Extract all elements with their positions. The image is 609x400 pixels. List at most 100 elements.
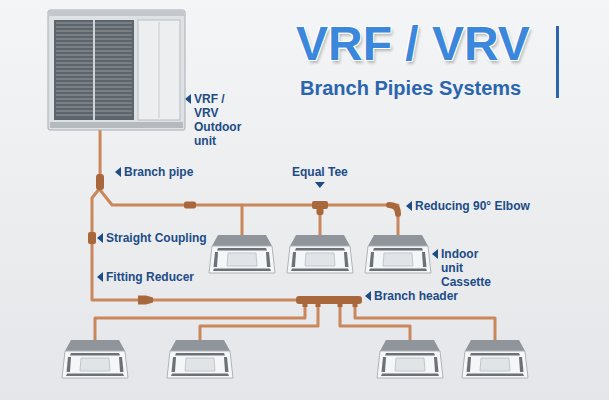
cassette-slot	[224, 357, 229, 372]
straight-coupling	[88, 232, 96, 244]
header-stub	[316, 302, 321, 307]
cassette-housing	[170, 340, 230, 351]
cassette-slot	[213, 269, 271, 272]
callout-pointer	[365, 291, 371, 301]
cassette-slot	[422, 252, 427, 267]
cassette-panel	[365, 246, 431, 273]
diagram-title: VRF / VRV	[296, 18, 530, 70]
cassette-slot	[67, 357, 72, 372]
callout-pointer	[432, 249, 438, 259]
diagram-subtitle: Branch Pipies Systems	[300, 76, 521, 100]
cassette-slot	[344, 252, 349, 267]
refrigerant-pipe	[100, 130, 398, 235]
part-label: Branch pipe	[124, 165, 193, 179]
cassette-unit	[209, 235, 275, 273]
unit-base	[50, 122, 183, 128]
cassette-slot	[467, 357, 472, 372]
unit-housing	[48, 10, 185, 130]
cassette-grille	[227, 253, 257, 266]
cassette-slot	[434, 357, 439, 372]
part-label: Fitting Reducer	[106, 270, 194, 284]
reducing-elbow	[389, 205, 398, 214]
node-shape	[48, 10, 185, 130]
cassette-unit	[167, 340, 233, 378]
outdoor-unit-figure	[48, 10, 185, 130]
branch-pipe-fitting	[96, 174, 104, 190]
cassette-housing	[368, 235, 428, 246]
cassette-housing	[65, 340, 125, 351]
cassette-slot	[382, 357, 387, 372]
callout-pointer	[315, 182, 325, 188]
cassette-housing	[465, 340, 525, 351]
unit-top	[48, 10, 185, 16]
cassette-panel	[462, 351, 528, 378]
unit-side-panel	[138, 20, 180, 120]
cassette-slot	[295, 248, 345, 251]
cassette-grille	[185, 358, 215, 371]
copper-pipe	[241, 205, 244, 235]
node-shape	[365, 235, 431, 275]
fitting-reducer	[138, 296, 153, 305]
indoor-cassette: Indoor unit Cassette	[365, 235, 431, 275]
cassette-slot	[217, 248, 267, 251]
cassette-unit	[365, 235, 431, 273]
cassette-panel	[287, 246, 353, 273]
cassette-slot	[385, 353, 435, 356]
callout-pointer	[97, 272, 103, 282]
cassette-housing	[380, 340, 440, 351]
cassette-slot	[214, 252, 219, 267]
header-stub	[353, 302, 358, 307]
grille-divider	[93, 20, 95, 120]
equal-tee-leg	[317, 206, 324, 215]
part-label: Reducing 90° Elbow	[415, 199, 530, 213]
cassette-slot	[266, 252, 271, 267]
outdoor-unit: VRF / VRV Outdoor unit	[48, 10, 185, 130]
cassette-slot	[369, 269, 427, 272]
cassette-unit	[462, 340, 528, 378]
cassette-grille	[480, 358, 510, 371]
part-label: Equal Tee	[292, 165, 348, 179]
title-bar	[556, 26, 559, 98]
cassette-housing	[290, 235, 350, 246]
callout-pointer	[406, 201, 412, 211]
header-stub	[303, 302, 308, 307]
cassette-unit	[62, 340, 128, 378]
cassette-slot	[466, 374, 524, 377]
cassette-slot	[470, 353, 520, 356]
cassette-slot	[172, 357, 177, 372]
cassette-grille	[395, 358, 425, 371]
cassette-slot	[70, 353, 120, 356]
callout-pointer	[185, 94, 191, 104]
copper-pipe	[200, 303, 318, 340]
cassette-slot	[175, 353, 225, 356]
cassette-slot	[370, 252, 375, 267]
panel-seam	[159, 22, 160, 118]
cassette-panel	[377, 351, 443, 378]
cassette-grille	[305, 253, 335, 266]
node-label: VRF / VRV Outdoor unit	[194, 92, 241, 148]
cassette-slot	[119, 357, 124, 372]
unit-grille	[54, 20, 134, 120]
cassette-slot	[373, 248, 423, 251]
cassette-unit	[287, 235, 353, 273]
callout-pointer	[97, 233, 103, 243]
pipe-coupling	[184, 202, 196, 209]
cassette-panel	[209, 246, 275, 273]
cassette-slot	[171, 374, 229, 377]
cassette-grille	[80, 358, 110, 371]
cassette-slot	[519, 357, 524, 372]
cassette-unit	[377, 340, 443, 378]
cassette-slot	[292, 252, 297, 267]
cassette-slot	[66, 374, 124, 377]
part-label: Straight Coupling	[106, 231, 207, 245]
part-label: Branch header	[374, 289, 458, 303]
cassette-panel	[62, 351, 128, 378]
copper-pipe	[355, 303, 495, 340]
cassette-slot	[291, 269, 349, 272]
callout-pointer	[115, 167, 121, 177]
cassette-panel	[167, 351, 233, 378]
node-label: Indoor unit Cassette	[441, 247, 491, 289]
cassette-housing	[212, 235, 272, 246]
header-stub	[338, 302, 343, 307]
